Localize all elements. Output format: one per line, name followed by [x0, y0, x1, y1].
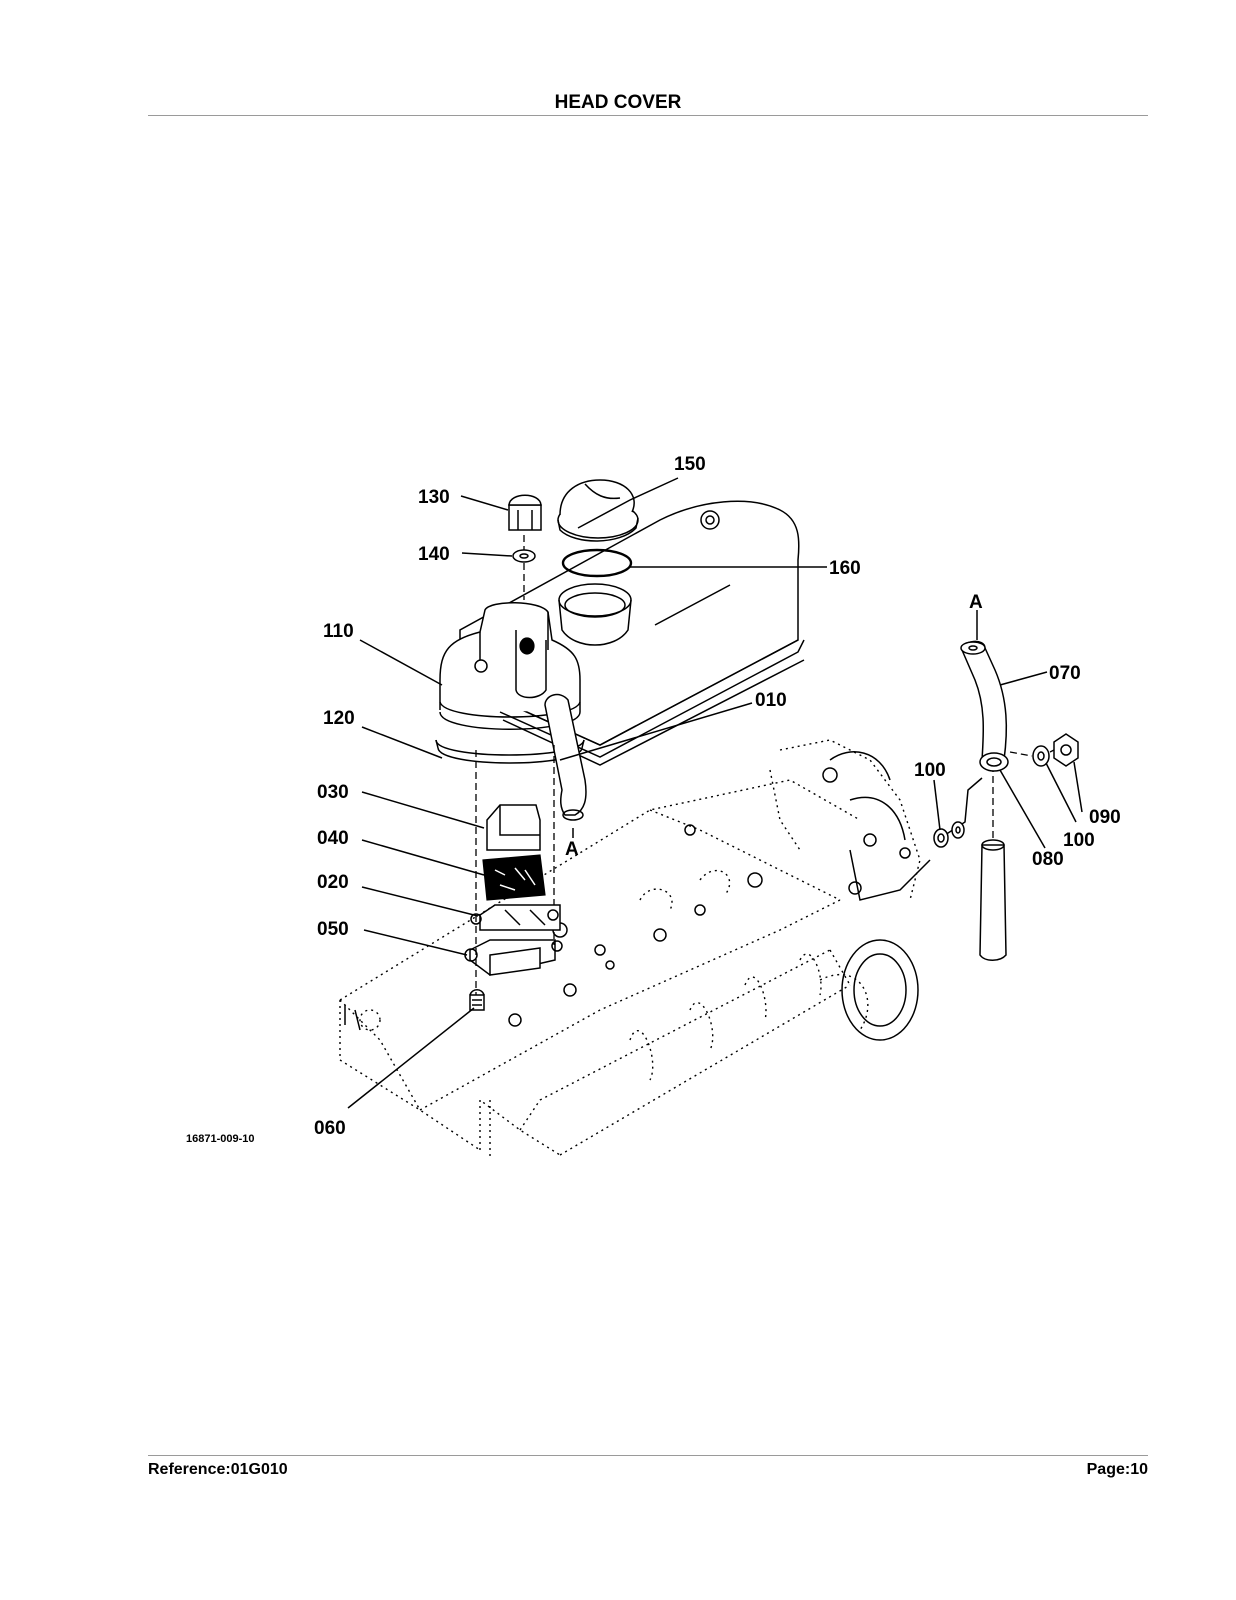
reference-mark-a-hose: A: [969, 592, 983, 613]
callout-060: 060: [314, 1118, 346, 1139]
callout-070: 070: [1049, 663, 1081, 684]
figure-number: 16871-009-10: [186, 1133, 255, 1145]
callout-050: 050: [317, 919, 349, 940]
footer-rule: [148, 1455, 1148, 1456]
cap-nut: [508, 494, 542, 600]
footer-reference: Reference:01G010: [148, 1461, 288, 1478]
oil-filler-cap: [557, 479, 639, 542]
footer-page-number: Page:10: [1086, 1461, 1148, 1478]
callout-110: 110: [323, 621, 354, 642]
callout-100-right: 100: [1063, 830, 1095, 851]
drain-hose-assembly: [933, 640, 1079, 961]
breather-cover: [435, 602, 585, 764]
callout-030: 030: [317, 782, 349, 803]
breather-hose: [544, 693, 587, 821]
breather-components: [464, 745, 563, 1011]
callout-080: 080: [1032, 849, 1064, 870]
reference-mark-a-breather: A: [565, 839, 579, 860]
page-title: HEAD COVER: [554, 92, 682, 113]
callout-150: 150: [674, 454, 706, 475]
callout-140: 140: [418, 544, 450, 565]
header-rule: [148, 115, 1148, 116]
cylinder-head: [339, 779, 919, 1160]
thermostat-housing: [769, 739, 931, 901]
callout-040: 040: [317, 828, 349, 849]
callout-120: 120: [323, 708, 355, 729]
callout-020: 020: [317, 872, 349, 893]
leader-lines: [347, 477, 1083, 1109]
callout-100-left: 100: [914, 760, 946, 781]
callout-160: 160: [829, 558, 861, 579]
callout-010: 010: [755, 690, 787, 711]
callout-090: 090: [1089, 807, 1121, 828]
callout-130: 130: [418, 487, 450, 508]
